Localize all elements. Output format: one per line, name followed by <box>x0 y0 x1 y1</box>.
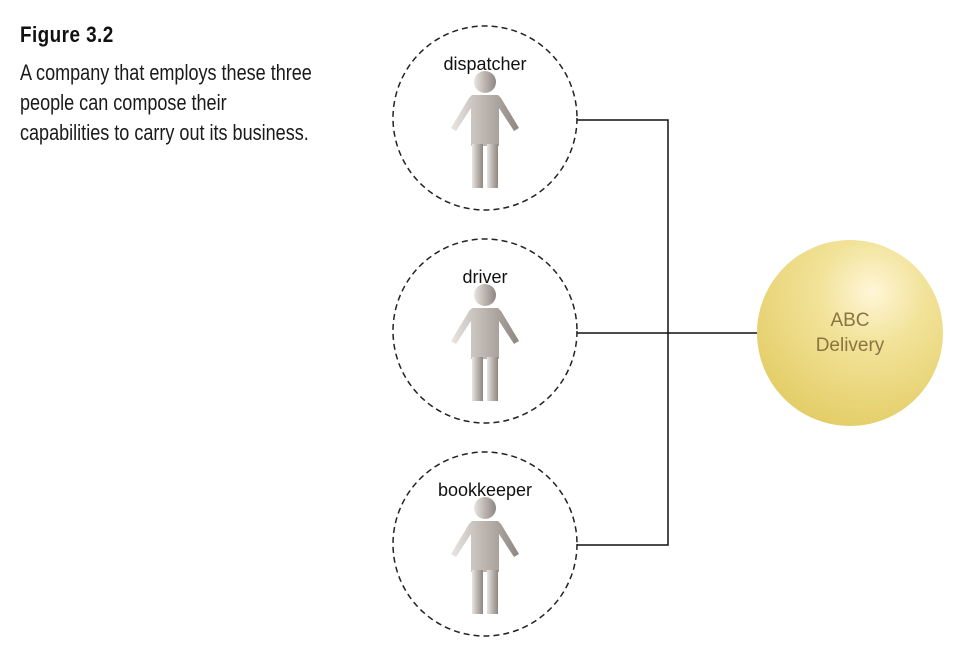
role-node-driver: driver <box>392 238 578 424</box>
company-circle <box>757 240 943 426</box>
company-label-line2: Delivery <box>816 335 885 356</box>
role-label-bookkeeper: bookkeeper <box>438 480 532 500</box>
figure-caption: Figure 3.2 A company that employs these … <box>20 22 350 148</box>
role-label-dispatcher: dispatcher <box>443 54 526 74</box>
role-node-bookkeeper: bookkeeper <box>392 451 578 637</box>
figure-title: Figure 3.2 <box>20 22 114 47</box>
role-node-dispatcher: dispatcher <box>392 25 578 211</box>
company-node: ABC Delivery <box>757 240 943 426</box>
connector-lines <box>577 119 758 546</box>
figure-description: A company that employs these three peopl… <box>20 60 312 145</box>
role-label-driver: driver <box>462 267 507 287</box>
company-label-line1: ABC <box>830 310 869 331</box>
